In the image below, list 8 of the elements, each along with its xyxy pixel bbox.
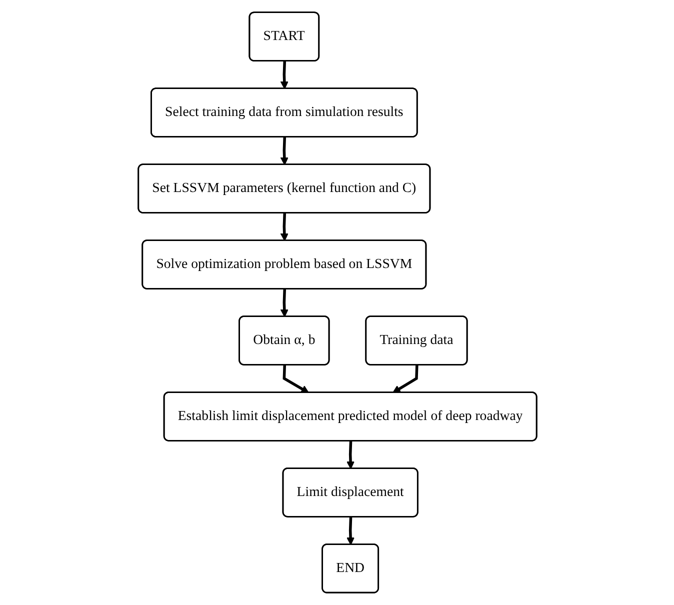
arrow <box>282 365 309 394</box>
arrow <box>346 441 354 470</box>
arrow <box>280 137 288 166</box>
arrow <box>346 517 354 546</box>
arrow <box>280 61 288 90</box>
arrow <box>392 365 418 394</box>
arrow <box>280 213 288 242</box>
arrow <box>280 289 288 318</box>
